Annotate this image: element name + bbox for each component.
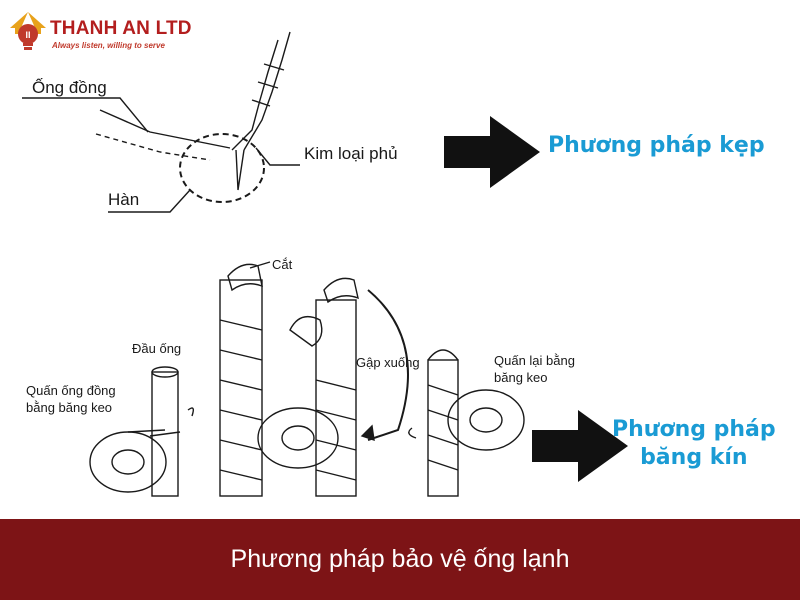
house-bulb-icon: II xyxy=(10,12,46,50)
torch-rings xyxy=(251,63,285,107)
arrow-clamp-icon xyxy=(444,116,540,188)
pipe-step-1 xyxy=(151,371,179,497)
tape-roll-1-core xyxy=(111,449,145,475)
footer-title: Phương pháp bảo vệ ống lạnh xyxy=(230,545,570,573)
method-clamp: Phương pháp kẹp xyxy=(548,133,765,158)
pipe-step-1-top xyxy=(151,366,179,378)
leader-copper-pipe xyxy=(22,97,149,133)
label-wrap-copper-line2: bằng băng keo xyxy=(26,400,113,415)
label-weld: Hàn xyxy=(108,190,140,209)
method-tape: Phương pháp băng kín xyxy=(612,416,776,472)
label-cover-metal: Kim loại phủ xyxy=(304,144,398,163)
svg-text:II: II xyxy=(25,30,30,40)
rotate-1 xyxy=(187,407,195,417)
tape-flag-2 xyxy=(227,263,263,292)
tape-roll-3 xyxy=(257,407,339,469)
tape-roll-4-core xyxy=(469,407,503,433)
brand-name: THANH AN LTD xyxy=(50,18,192,39)
torch-body xyxy=(231,39,279,151)
footer-banner: Phương pháp bảo vệ ống lạnh xyxy=(0,519,800,600)
copper-pipe-lower xyxy=(95,133,211,161)
weld-tip xyxy=(235,149,245,191)
tape-wraps-4 xyxy=(427,384,459,471)
label-rewrap-line2: băng keo xyxy=(494,370,548,385)
tape-roll-1 xyxy=(89,431,167,493)
tape-wraps-3 xyxy=(315,379,357,481)
brand-logo: II THANH AN LTD Always listen, willing t… xyxy=(4,4,204,56)
brand-tagline: Always listen, willing to serve xyxy=(52,41,165,50)
fold-arrow xyxy=(367,289,409,441)
tape-roll-3-core xyxy=(281,425,315,451)
label-copper-pipe: Ống đồng xyxy=(32,78,107,97)
tape-1-strip xyxy=(127,429,181,437)
method-tape-line2: băng kín xyxy=(640,445,748,470)
pipe-step-3 xyxy=(315,299,357,497)
label-wrap-copper-line1: Quấn ống đồng xyxy=(26,383,116,398)
tape-flag-3 xyxy=(323,277,359,304)
tape-wraps-2 xyxy=(219,319,263,481)
leader-weld xyxy=(108,189,191,213)
weld-zone-circle xyxy=(179,133,265,203)
leader-cut xyxy=(249,261,271,269)
method-tape-line1: Phương pháp xyxy=(612,417,776,442)
tape-roll-4 xyxy=(447,389,525,451)
label-pipe-end: Đầu ống xyxy=(132,341,182,356)
leader-cover-metal xyxy=(255,147,300,166)
label-rewrap: Quấn lại bằng băng keo xyxy=(494,352,575,386)
rotate-4 xyxy=(408,427,417,439)
torch-body-2 xyxy=(243,31,291,151)
copper-pipe-upper xyxy=(99,109,231,149)
pipe-step-4 xyxy=(427,359,459,497)
fold-arrow-head xyxy=(360,424,375,442)
pipe-step-2 xyxy=(219,279,263,497)
arrow-tape-icon xyxy=(532,410,628,482)
pipe-step-4-top xyxy=(427,349,459,361)
diagram-illustration xyxy=(22,31,628,497)
label-fold-down: Gập xuống xyxy=(356,355,420,370)
label-rewrap-line1: Quấn lại bằng xyxy=(494,353,575,368)
label-wrap-copper: Quấn ống đồng bằng băng keo xyxy=(26,382,116,416)
hand xyxy=(289,316,323,347)
label-cut: Cắt xyxy=(272,257,293,272)
